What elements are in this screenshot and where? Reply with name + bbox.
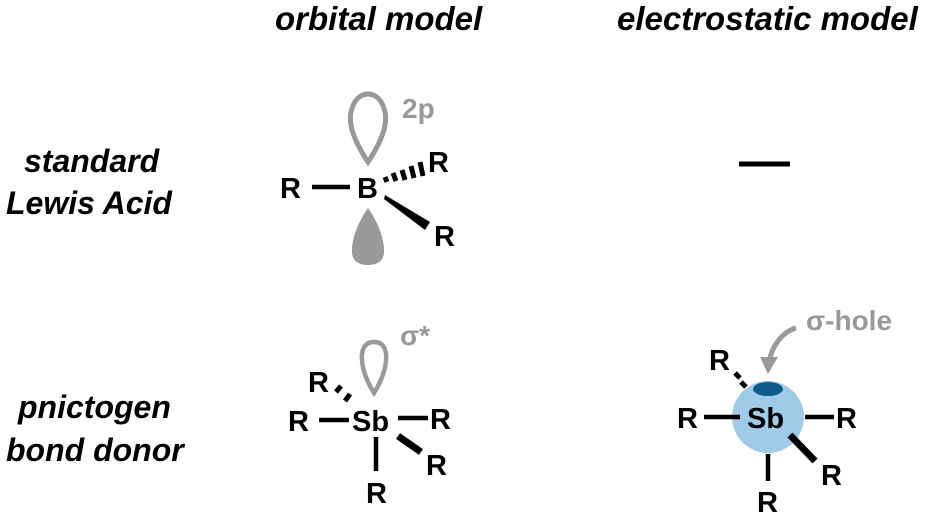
central-atom-antimony: Sb: [352, 406, 389, 438]
orbital-label-2p: 2p: [402, 93, 435, 124]
hashed-wedge-bond: [382, 161, 426, 183]
header-electrostatic-model: electrostatic model: [617, 0, 919, 37]
substituent-r-upper-left: R: [709, 345, 730, 377]
solid-wedge-bond: [396, 433, 423, 455]
substituent-r-lower-right: R: [434, 221, 455, 253]
substituent-r-bottom: R: [757, 487, 778, 517]
substituent-r-right: R: [836, 403, 857, 435]
sigma-hole-arrow-icon: [766, 325, 797, 363]
substituent-r-bottom: R: [366, 478, 387, 510]
sigma-hole-label: σ-hole: [806, 305, 892, 336]
solid-wedge-bond: [787, 432, 818, 464]
substituent-r-right: R: [430, 404, 451, 436]
substituent-r-left: R: [288, 406, 309, 438]
solid-wedge-bond: [384, 195, 430, 230]
substituent-r-left: R: [677, 403, 698, 435]
row-label-line2: bond donor: [6, 432, 185, 468]
hashed-bond: [334, 384, 353, 403]
antimony-orbital-structure: σ* R R Sb R R R: [288, 320, 451, 510]
boron-structure: 2p R B R R: [280, 91, 455, 265]
row-label-line2: Lewis Acid: [6, 185, 173, 221]
central-atom-boron: B: [357, 173, 378, 205]
substituent-r-lower-right: R: [821, 460, 842, 492]
substituent-r-lower-right: R: [426, 450, 447, 482]
substituent-r-upper-left: R: [308, 367, 329, 399]
orbital-label-sigma-star: σ*: [400, 320, 430, 351]
row-label-line1: standard: [24, 143, 161, 179]
hashed-bond: [733, 371, 748, 389]
sigma-star-orbital-icon: [359, 339, 389, 398]
central-atom-antimony: Sb: [747, 403, 784, 435]
electrostatic-potential-sphere: [732, 381, 804, 453]
sigma-hole-region-icon: [753, 382, 783, 396]
antimony-electrostatic-structure: σ-hole R R Sb R R R: [677, 305, 892, 517]
row-label-line1: pnictogen: [17, 389, 171, 425]
filled-p-orbital-lobe-icon: [351, 208, 385, 265]
arrowhead-icon: [760, 357, 778, 374]
header-orbital-model: orbital model: [275, 0, 483, 37]
substituent-r-left: R: [280, 173, 301, 205]
empty-p-orbital-lobe-icon: [347, 91, 389, 167]
substituent-r-upper-right: R: [428, 147, 449, 179]
